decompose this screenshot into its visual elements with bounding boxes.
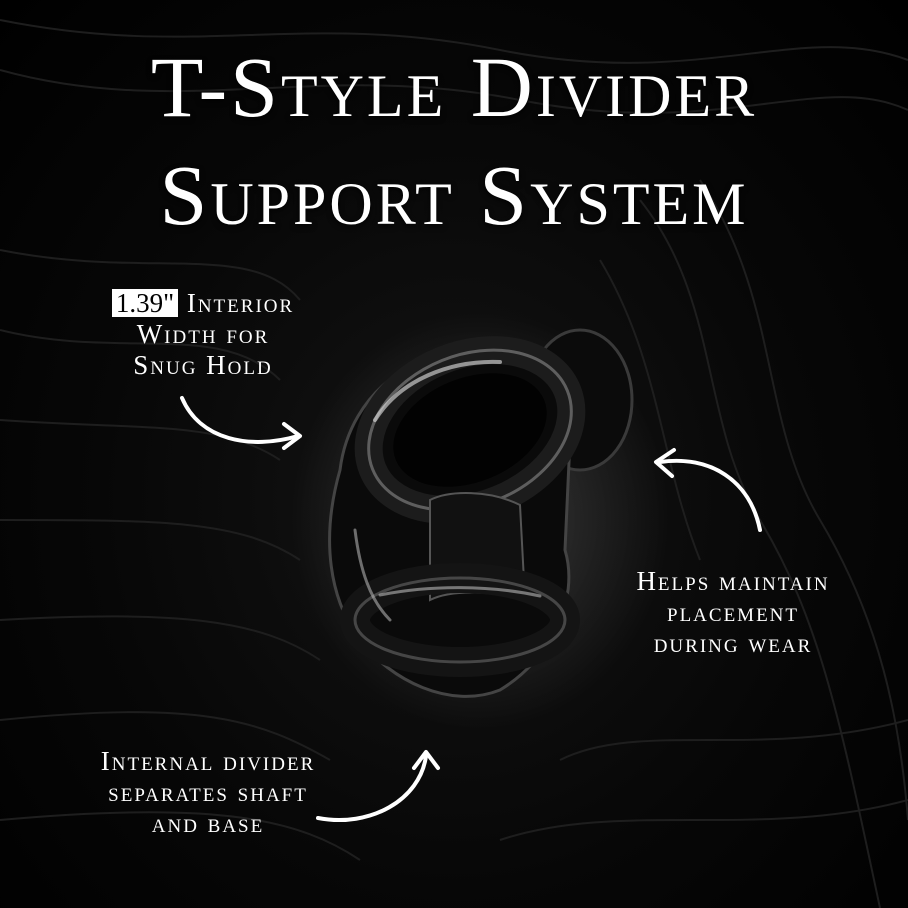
page-title-line-1: T-Style Divider [150, 39, 758, 135]
arrow-to-interior-icon [180, 396, 300, 444]
callout-interior-width: 1.39" Interior Width for Snug Hold [92, 288, 314, 381]
arrow-head-interior [282, 422, 302, 450]
callout-divider-line3: and base [151, 808, 265, 838]
callout-placement-line1: Helps maintain [636, 566, 830, 596]
callout-interior-line3: Snug Hold [133, 350, 273, 380]
callout-interior-line2: Width for [136, 319, 270, 349]
arrow-to-placement-icon [658, 458, 762, 532]
page-title-line-2: Support System [159, 147, 749, 243]
callout-divider-line2: separates shaft [108, 777, 308, 807]
product-image [290, 310, 670, 730]
callout-placement-line2: placement [667, 597, 799, 627]
callout-placement-line3: during wear [653, 628, 813, 658]
callout-interior-line1: Interior [186, 288, 295, 318]
callout-placement: Helps maintain placement during wear [600, 566, 866, 659]
callout-divider-line1: Internal divider [100, 746, 316, 776]
arrow-head-divider [412, 750, 440, 770]
interior-width-badge: 1.39" [111, 289, 179, 317]
arrow-head-placement [654, 448, 676, 478]
callout-divider: Internal divider separates shaft and bas… [72, 746, 344, 839]
arrow-to-divider-icon [316, 754, 428, 822]
